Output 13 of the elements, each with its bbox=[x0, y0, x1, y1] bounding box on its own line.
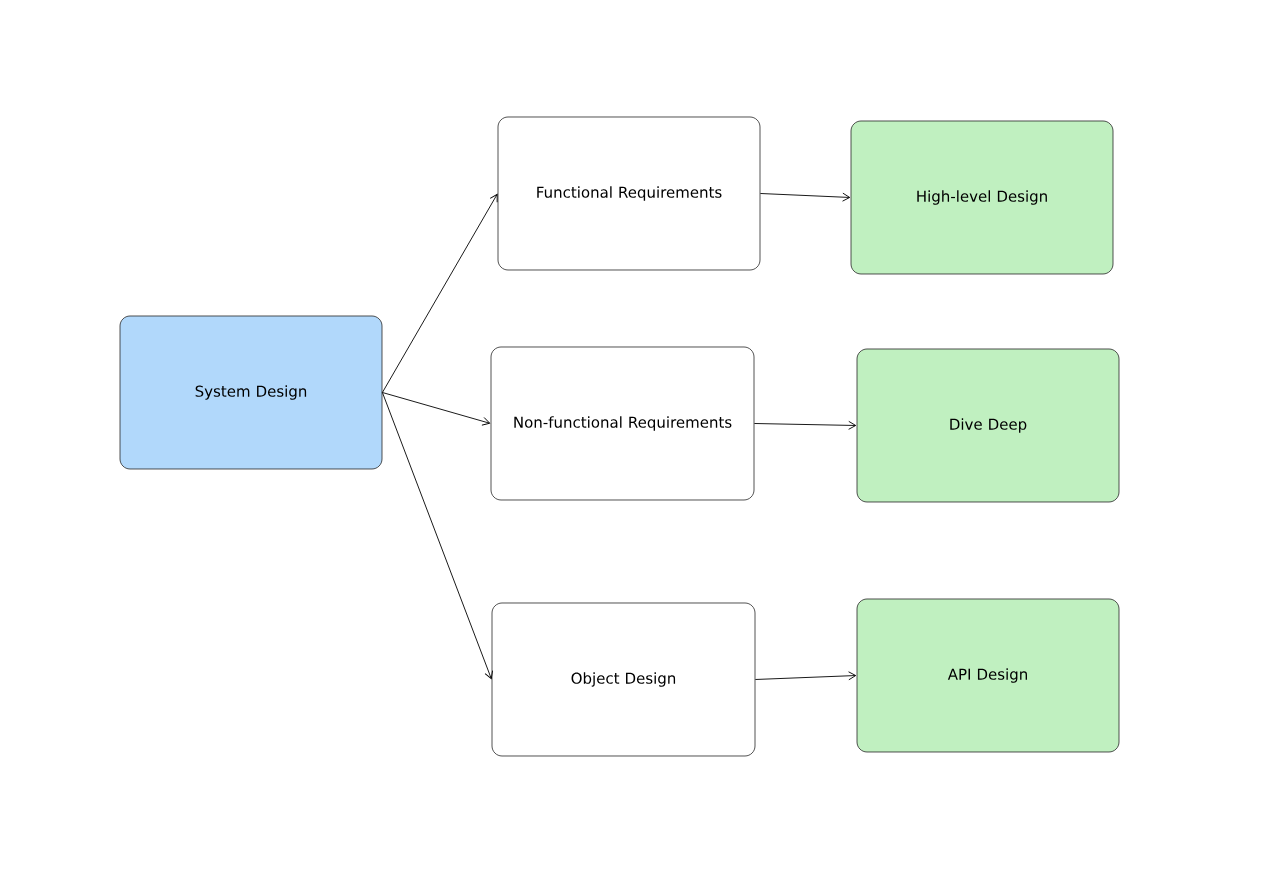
arrow bbox=[759, 192, 851, 202]
arrow bbox=[381, 193, 498, 393]
arrow bbox=[753, 420, 857, 430]
process-box: Non-functional Requirements bbox=[490, 346, 755, 501]
process-box: Object Design bbox=[491, 602, 756, 757]
process-box: High-level Design bbox=[850, 120, 1114, 275]
arrow bbox=[754, 671, 857, 681]
process-box: Dive Deep bbox=[856, 348, 1120, 503]
arrow bbox=[381, 392, 491, 426]
process-box: System Design bbox=[119, 315, 383, 470]
process-box: API Design bbox=[856, 598, 1120, 753]
process-box: Functional Requirements bbox=[497, 116, 761, 271]
arrow bbox=[381, 392, 493, 680]
